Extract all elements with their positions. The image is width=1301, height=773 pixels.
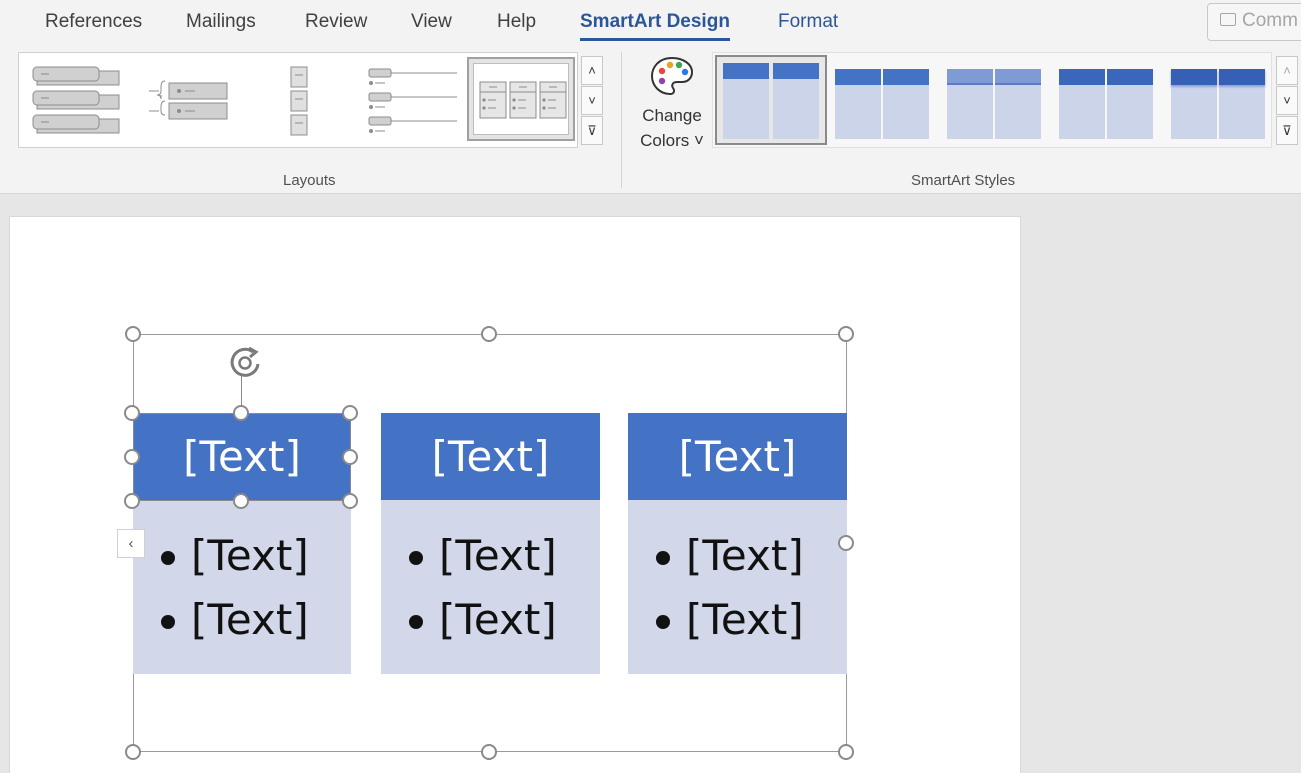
change-colors-button[interactable]: Change Colors ˅ (631, 54, 713, 154)
layout-column-list-icon (479, 81, 567, 119)
layouts-scroll-down-button[interactable]: ˅ (581, 86, 603, 115)
smartart-header-2[interactable]: [Text] (381, 413, 600, 500)
shape-resize-handle-bottom-right[interactable] (342, 493, 358, 509)
smartart-body-1[interactable]: [Text] [Text] (133, 500, 351, 674)
style-column (995, 69, 1041, 139)
layout-column-list-frame (473, 63, 569, 135)
style-column (1059, 69, 1105, 139)
style-column-header (1171, 69, 1217, 85)
style-column (835, 69, 881, 139)
style-column (947, 69, 993, 139)
shape-resize-handle-top[interactable] (233, 405, 249, 421)
tab-references[interactable]: References (45, 11, 143, 32)
group-separator (621, 52, 622, 188)
shape-resize-handle-bottom-left[interactable] (124, 493, 140, 509)
style-column-header (773, 63, 819, 79)
shape-resize-handle-right[interactable] (342, 449, 358, 465)
layout-column-list[interactable] (467, 57, 575, 141)
style-column-header (947, 69, 993, 85)
smartart-body-2[interactable]: [Text] [Text] (381, 500, 600, 674)
style-simple-fill[interactable] (715, 55, 827, 145)
frame-resize-handle-bottom-left[interactable] (125, 744, 141, 760)
style-column (883, 69, 929, 139)
smartart-body-3[interactable]: [Text] [Text] (628, 500, 847, 674)
tab-help[interactable]: Help (497, 11, 537, 32)
layout-bullet-list-icon (368, 68, 457, 133)
style-white-outline[interactable] (833, 65, 937, 141)
bullet-item[interactable]: [Text] (157, 588, 351, 652)
comments-button-label: Comm (1242, 10, 1298, 31)
tab-smartart-design[interactable]: SmartArt Design (580, 11, 730, 41)
ribbon: ˄ ˅ ⊽ Layouts Change Colors ˅ (0, 48, 1301, 194)
styles-scroll-down-button[interactable]: ˅ (1276, 86, 1298, 115)
bullet-item[interactable]: [Text] (652, 524, 847, 588)
layouts-scroll-up-button[interactable]: ˄ (581, 56, 603, 85)
style-column-header (995, 69, 1041, 85)
frame-resize-handle-top[interactable] (481, 326, 497, 342)
styles-more-button[interactable]: ⊽ (1276, 116, 1298, 145)
style-moderate-effect[interactable] (1057, 65, 1161, 141)
shape-resize-handle-top-left[interactable] (124, 405, 140, 421)
layout-bullet-list[interactable] (361, 59, 469, 143)
rotate-handle-stem (241, 376, 242, 413)
frame-resize-handle-bottom-right[interactable] (838, 744, 854, 760)
shape-resize-handle-bottom[interactable] (233, 493, 249, 509)
bullet-item[interactable]: [Text] (405, 524, 600, 588)
style-column-header (1219, 69, 1265, 85)
frame-resize-handle-top-left[interactable] (125, 326, 141, 342)
style-column-header (1107, 69, 1153, 85)
layout-bracket-list[interactable] (139, 59, 247, 143)
shape-selection-outline (133, 413, 351, 501)
frame-resize-handle-bottom[interactable] (481, 744, 497, 760)
bullet-item[interactable]: [Text] (157, 524, 351, 588)
style-column (1171, 69, 1217, 139)
style-column (1107, 69, 1153, 139)
smartart-header-1[interactable]: [Text] (133, 413, 351, 500)
smartart-header-3[interactable]: [Text] (628, 413, 847, 500)
tab-review[interactable]: Review (305, 11, 368, 32)
style-column (723, 63, 769, 139)
style-column (1219, 69, 1265, 139)
tab-mailings[interactable]: Mailings (186, 11, 256, 32)
frame-resize-handle-right[interactable] (838, 535, 854, 551)
rotate-handle-icon[interactable] (225, 343, 265, 383)
comments-button[interactable]: Comm (1207, 3, 1301, 41)
styles-scroll-up-button[interactable]: ˄ (1276, 56, 1298, 85)
smartart-styles-gallery (712, 52, 1272, 148)
style-column-header (723, 63, 769, 79)
style-column-header (835, 69, 881, 85)
style-column-header (1059, 69, 1105, 85)
bullet-list-2: [Text] [Text] (381, 500, 600, 652)
shape-resize-handle-top-right[interactable] (342, 405, 358, 421)
tab-format[interactable]: Format (778, 11, 839, 32)
layout-vertical-boxes-icon (290, 66, 308, 136)
layouts-group-label: Layouts (283, 172, 336, 189)
bullet-item[interactable]: [Text] (405, 588, 600, 652)
layout-vertical-boxes[interactable] (255, 59, 363, 143)
layout-horizontal-list-icon (32, 66, 120, 134)
text-pane-toggle-button[interactable]: ‹ (117, 529, 145, 558)
palette-icon (650, 56, 694, 96)
layouts-more-button[interactable]: ⊽ (581, 116, 603, 145)
comment-icon (1220, 13, 1236, 26)
bullet-item[interactable]: [Text] (652, 588, 847, 652)
change-colors-label-2: Colors ˅ (640, 131, 704, 150)
style-subtle-effect[interactable] (945, 65, 1049, 141)
layout-bracket-list-icon (149, 80, 228, 120)
layouts-gallery (18, 52, 578, 148)
style-column-header (883, 69, 929, 85)
style-intense-effect[interactable] (1169, 65, 1273, 141)
smartart-styles-group-label: SmartArt Styles (911, 172, 1016, 189)
style-column (773, 63, 819, 139)
frame-resize-handle-top-right[interactable] (838, 326, 854, 342)
layout-horizontal-list[interactable] (23, 59, 131, 143)
change-colors-label-1: Change (642, 106, 702, 125)
bullet-list-3: [Text] [Text] (628, 500, 847, 652)
shape-resize-handle-left[interactable] (124, 449, 140, 465)
bullet-list-1: [Text] [Text] (133, 500, 351, 652)
tab-view[interactable]: View (411, 11, 452, 32)
ribbon-tab-bar: References Mailings Review View Help Sma… (0, 0, 1301, 48)
